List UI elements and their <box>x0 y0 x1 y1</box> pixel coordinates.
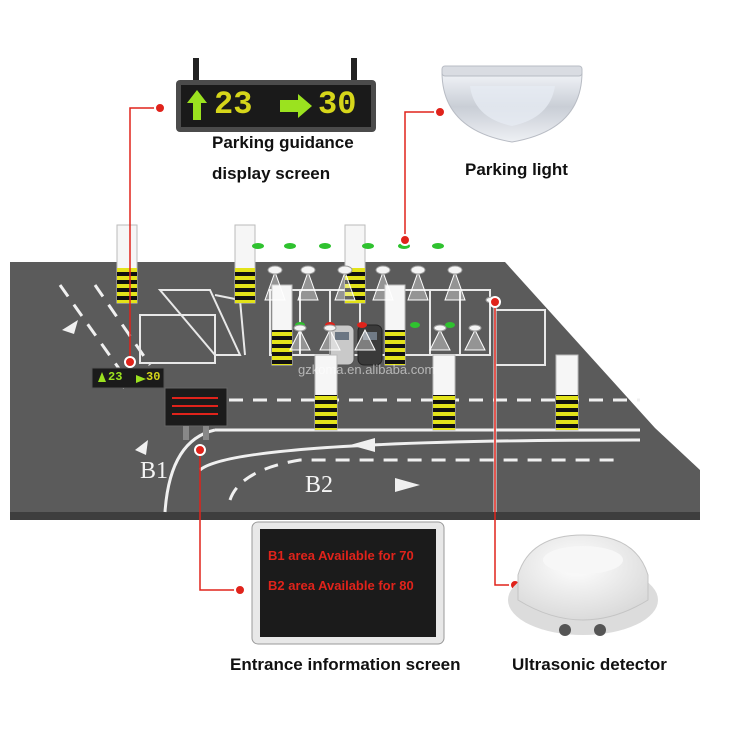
zone-label-b2: B2 <box>305 472 334 498</box>
pillar <box>344 224 366 304</box>
sensor-eye-right-icon <box>594 624 606 636</box>
ultrasonic-detector-image <box>508 534 658 636</box>
guidance-right-number: 30 <box>318 86 357 123</box>
label-entrance-screen: Entrance information screen <box>230 655 461 674</box>
pillar <box>271 284 293 366</box>
small-guidance-left-number: 23 <box>108 370 123 384</box>
parked-cars <box>329 324 383 366</box>
floor-edge-shadow <box>10 512 700 520</box>
pillars <box>116 224 579 431</box>
small-guidance-right-number: 30 <box>146 370 161 384</box>
guidance-display-screen <box>176 58 376 132</box>
parking-light-image <box>441 65 583 143</box>
pillar <box>384 284 406 366</box>
callout-dots <box>124 102 521 596</box>
small-entrance-screen <box>164 387 228 440</box>
small-guidance-display <box>91 367 165 389</box>
watermark: gzkoma.en.alibaba.com <box>298 362 436 377</box>
right-arrow-icon <box>280 94 312 118</box>
pillar <box>432 354 456 431</box>
label-guidance-line1: Parking guidance <box>212 133 354 152</box>
entrance-line-2: B2 area Available for 80 <box>268 578 414 593</box>
callout-lines <box>129 107 515 591</box>
label-ultrasonic: Ultrasonic detector <box>512 655 667 674</box>
label-guidance-line2: display screen <box>212 164 331 183</box>
entrance-line-1: B1 area Available for 70 <box>268 548 414 563</box>
entrance-information-screen <box>251 521 445 645</box>
pillar <box>314 354 338 431</box>
up-arrow-icon <box>187 90 207 120</box>
guidance-left-number: 23 <box>214 86 253 123</box>
detector-cones <box>264 270 486 351</box>
sensor-eye-left-icon <box>559 624 571 636</box>
label-parking-light: Parking light <box>465 160 568 179</box>
detector-heads <box>267 265 499 332</box>
pillar <box>234 224 256 304</box>
pillar <box>555 354 579 431</box>
pillar <box>116 224 138 304</box>
zone-label-b1: B1 <box>140 458 169 484</box>
